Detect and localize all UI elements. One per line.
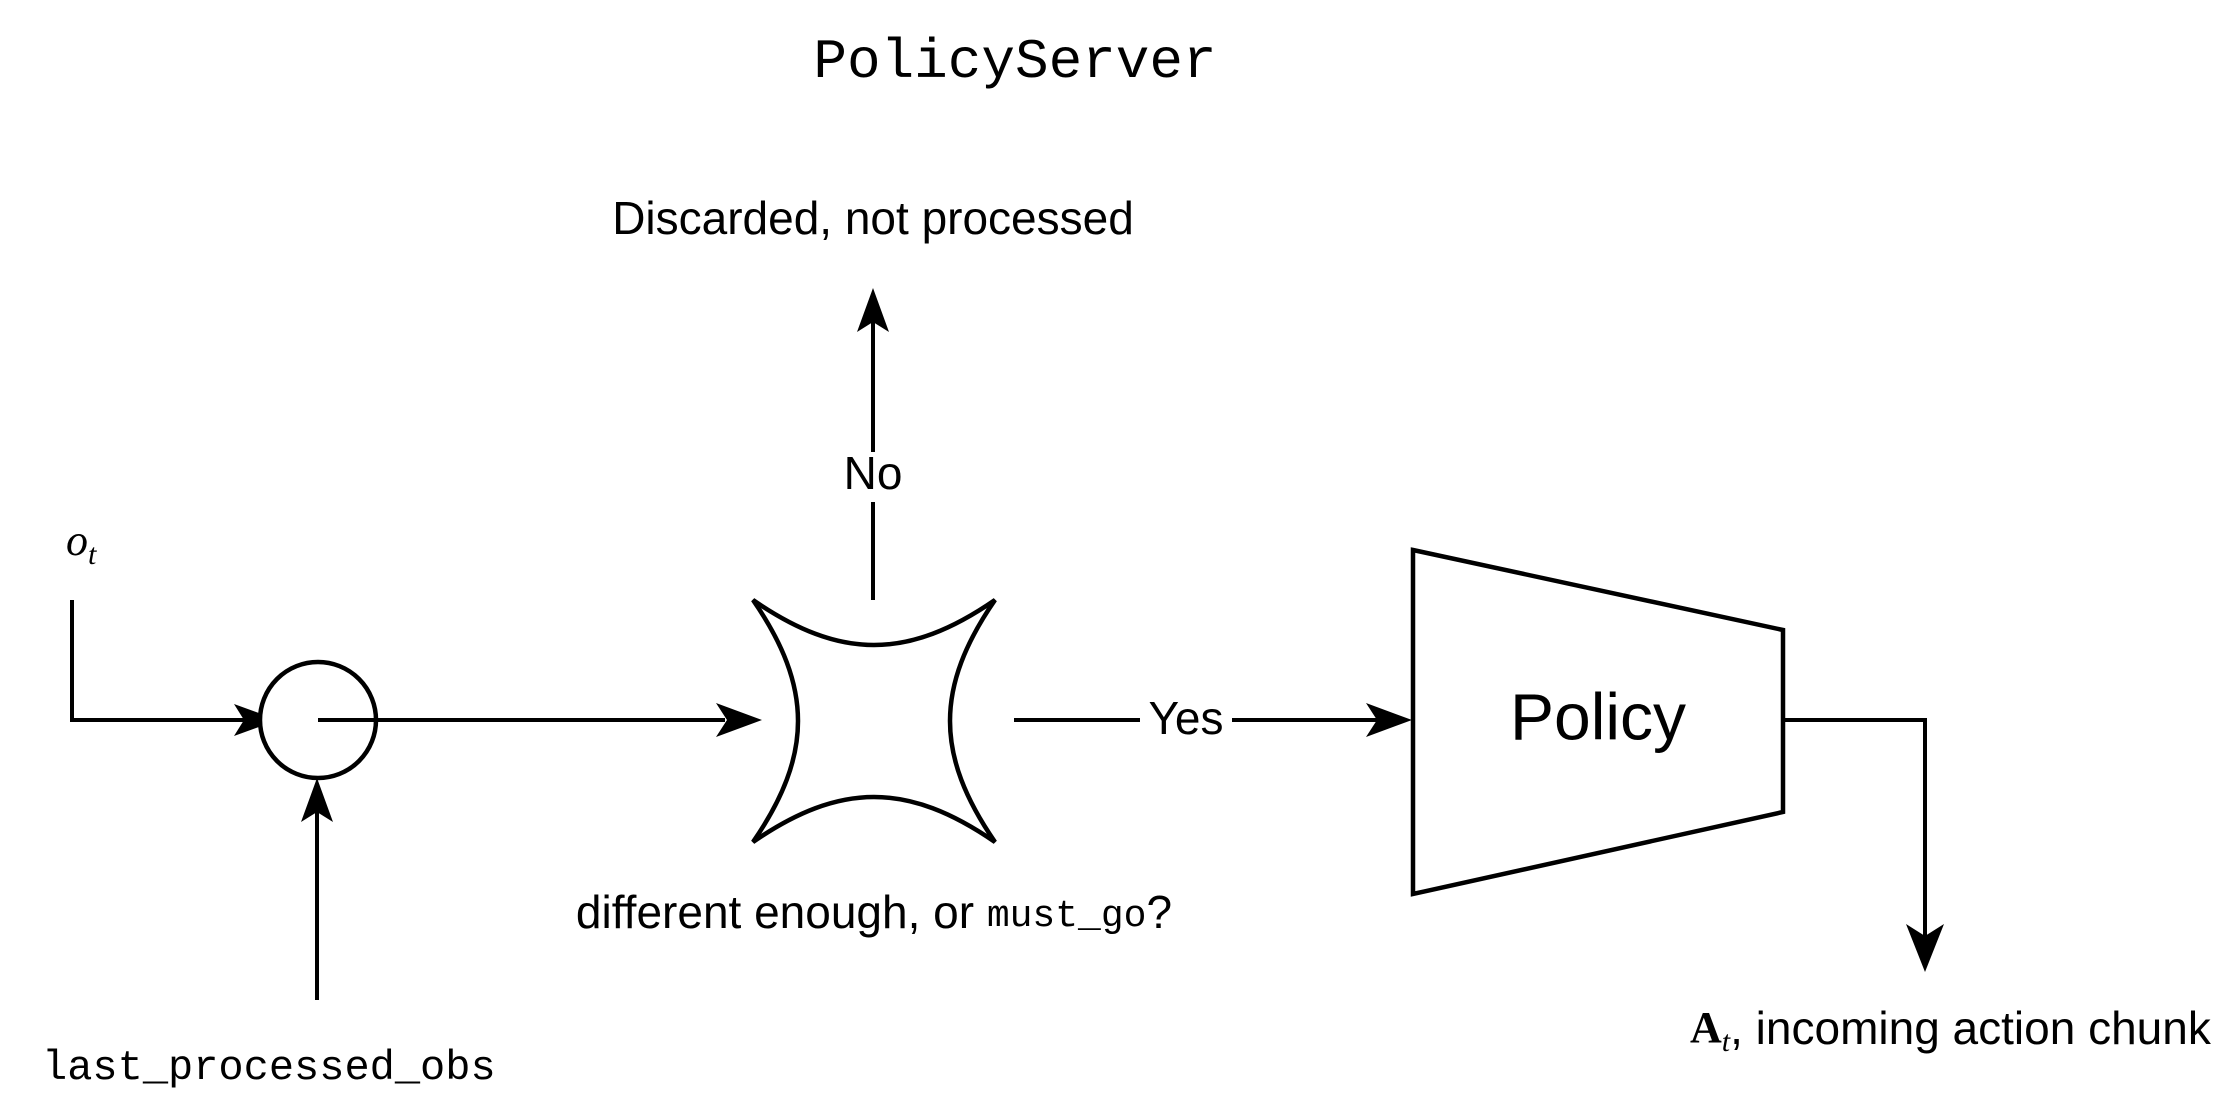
policy-output-arrowhead bbox=[1906, 924, 1944, 972]
yes-label-backdrop bbox=[1140, 695, 1232, 747]
decision-star-node bbox=[751, 598, 997, 844]
last-processed-obs-label: last_processed_obs bbox=[42, 1044, 496, 1092]
discard-branch-label: Discarded, not processed bbox=[612, 192, 1134, 244]
policy-output-path bbox=[1783, 718, 1927, 938]
policy-label: Policy bbox=[1510, 679, 1686, 753]
action-caption: , incoming action chunk bbox=[1730, 1002, 2212, 1054]
decision-caption: different enough, or must_go? bbox=[576, 886, 1172, 938]
policy-trapezoid-node bbox=[1410, 547, 1786, 897]
yes-branch-arrowhead bbox=[1366, 703, 1412, 737]
observation-input-arrowhead bbox=[234, 704, 278, 736]
diagram-title: PolicyServer bbox=[813, 30, 1216, 94]
decision-caption-code: must_go bbox=[987, 895, 1147, 938]
action-symbol: A bbox=[1690, 1003, 1722, 1052]
decision-caption-prefix: different enough, or bbox=[576, 886, 987, 938]
observation-input-path bbox=[70, 600, 258, 722]
last-processed-input-arrowhead bbox=[301, 778, 333, 822]
decision-caption-suffix: ? bbox=[1146, 886, 1172, 938]
observation-symbol: o bbox=[66, 516, 88, 565]
merge-to-decision-arrowhead bbox=[716, 703, 762, 737]
observation-subscript: t bbox=[88, 538, 97, 571]
action-chunk-label: At, incoming action chunk bbox=[1690, 1002, 2212, 1058]
yes-branch-label: Yes bbox=[1148, 692, 1223, 744]
observation-input-label: ot bbox=[66, 516, 97, 571]
no-branch-arrowhead bbox=[857, 288, 889, 332]
action-subscript: t bbox=[1722, 1025, 1731, 1058]
no-branch-label: No bbox=[844, 447, 903, 499]
no-label-backdrop bbox=[845, 452, 903, 502]
